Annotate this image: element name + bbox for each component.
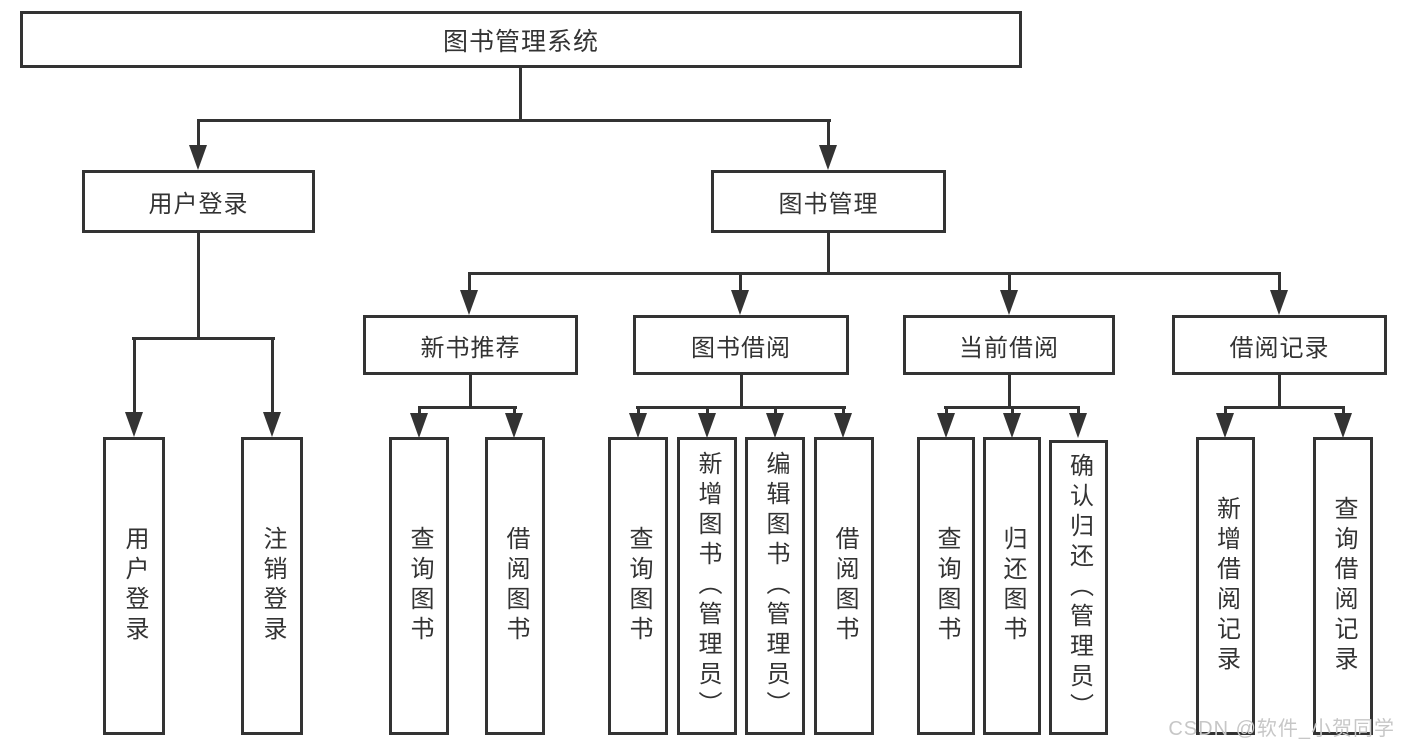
connector-stem-current-borrowing <box>1008 275 1011 290</box>
connector-g2-bar <box>636 406 846 409</box>
leaf-current-query-books: 查询图书 <box>917 437 975 735</box>
leaf-newbooks-borrow-books: 借阅图书 <box>485 437 545 735</box>
leaf-label: 查询借阅记录 <box>1330 496 1357 676</box>
node-label: 图书借阅 <box>691 334 791 362</box>
arrowhead-g1-leaf2-icon <box>505 413 523 438</box>
leaf-label: 查询图书 <box>625 526 652 646</box>
leaf-current-return-books: 归还图书 <box>983 437 1041 735</box>
node-label: 新书推荐 <box>420 334 521 362</box>
connector-g4-bar <box>1224 406 1345 409</box>
connector-level3-bar <box>468 272 1281 275</box>
connector-userlogin-bar <box>132 337 275 340</box>
arrowhead-g4-leaf2-icon <box>1334 413 1352 438</box>
connector-userlogin-stub <box>197 233 200 337</box>
node-label: 借阅记录 <box>1229 334 1330 362</box>
connector-g2-stem4 <box>842 409 845 415</box>
node-book-borrowing: 图书借阅 <box>633 315 849 375</box>
arrowhead-leaf-logout-icon <box>263 412 281 437</box>
node-label: 用户登录 <box>148 191 249 218</box>
leaf-label: 确认归还（管理员） <box>1065 452 1093 723</box>
arrowhead-g2-leaf3-icon <box>766 413 784 438</box>
arrowhead-book-mgmt-icon <box>819 145 837 170</box>
connector-g1-stem1 <box>418 409 421 415</box>
leaf-borrow-query-books: 查询图书 <box>608 437 668 735</box>
arrowhead-user-login-icon <box>189 145 207 170</box>
connector-g3-stem2 <box>1011 409 1014 415</box>
leaf-borrow-borrow-books: 借阅图书 <box>814 437 874 735</box>
connector-g2-stem2 <box>706 409 709 415</box>
connector-stem-book-mgmt <box>827 122 830 145</box>
connector-bookmgmt-stub <box>827 233 830 272</box>
arrowhead-g3-leaf1-icon <box>937 413 955 438</box>
node-new-book-recommend: 新书推荐 <box>363 315 578 375</box>
arrowhead-borrowing-records-icon <box>1270 290 1288 315</box>
leaf-label: 用户登录 <box>121 526 148 646</box>
leaf-label: 借阅图书 <box>502 526 529 646</box>
connector-g3-stem1 <box>945 409 948 415</box>
connector-g3-stub <box>1008 375 1011 406</box>
arrowhead-current-borrowing-icon <box>1000 290 1018 315</box>
node-label: 图书管理 <box>778 191 879 218</box>
connector-g2-stem3 <box>774 409 777 415</box>
leaf-label: 注销登录 <box>259 526 286 646</box>
node-label: 图书管理系统 <box>442 27 599 56</box>
node-user-login: 用户登录 <box>82 170 315 233</box>
connector-g4-stem2 <box>1342 409 1345 415</box>
connector-stem-borrowing-records <box>1278 275 1281 290</box>
connector-root-bar <box>197 119 831 122</box>
connector-stem-book-borrowing <box>739 275 742 290</box>
node-borrowing-records: 借阅记录 <box>1172 315 1387 375</box>
connector-stem-leaf-login <box>133 340 136 413</box>
arrowhead-g1-leaf1-icon <box>410 413 428 438</box>
leaf-label: 借阅图书 <box>831 526 858 646</box>
leaf-label: 查询图书 <box>933 526 960 646</box>
arrowhead-g3-leaf2-icon <box>1003 413 1021 438</box>
leaf-newbooks-query-books: 查询图书 <box>389 437 449 735</box>
connector-g1-stem2 <box>513 409 516 415</box>
arrowhead-g4-leaf1-icon <box>1216 413 1234 438</box>
arrowhead-book-borrowing-icon <box>731 290 749 315</box>
connector-g2-stem1 <box>637 409 640 415</box>
node-book-management: 图书管理 <box>711 170 946 233</box>
leaf-label: 查询图书 <box>406 526 433 646</box>
arrowhead-g2-leaf2-icon <box>698 413 716 438</box>
leaf-records-query-record: 查询借阅记录 <box>1313 437 1373 735</box>
arrowhead-leaf-login-icon <box>125 412 143 437</box>
connector-g1-stub <box>469 375 472 406</box>
leaf-label: 归还图书 <box>999 526 1026 646</box>
leaf-user-login: 用户登录 <box>103 437 165 735</box>
node-library-system: 图书管理系统 <box>20 11 1022 68</box>
watermark: CSDN @软件_小贺同学 <box>1168 718 1395 740</box>
leaf-records-add-record: 新增借阅记录 <box>1196 437 1255 735</box>
node-label: 当前借阅 <box>959 334 1059 362</box>
leaf-current-confirm-return-admin: 确认归还（管理员） <box>1049 440 1108 735</box>
arrowhead-g2-leaf1-icon <box>629 413 647 438</box>
connector-stem-new-books <box>468 275 471 290</box>
connector-stem-user-login <box>197 122 200 145</box>
leaf-label: 编辑图书（管理员） <box>762 451 789 721</box>
connector-g2-stub <box>740 375 743 406</box>
arrowhead-g2-leaf4-icon <box>834 413 852 438</box>
leaf-label: 新增图书（管理员） <box>694 451 721 721</box>
leaf-borrow-add-book-admin: 新增图书（管理员） <box>677 437 737 735</box>
connector-g1-bar <box>418 406 517 409</box>
leaf-logout: 注销登录 <box>241 437 303 735</box>
connector-stem-leaf-logout <box>271 340 274 413</box>
arrowhead-g3-leaf3-icon <box>1069 413 1087 438</box>
node-current-borrowing: 当前借阅 <box>903 315 1115 375</box>
leaf-borrow-edit-book-admin: 编辑图书（管理员） <box>745 437 805 735</box>
connector-g4-stem1 <box>1224 409 1227 415</box>
connector-g4-stub <box>1278 375 1281 406</box>
leaf-label: 新增借阅记录 <box>1212 496 1240 676</box>
connector-g3-stem3 <box>1077 409 1080 415</box>
connector-root-trunk <box>519 68 522 119</box>
connector-g3-bar <box>944 406 1080 409</box>
arrowhead-new-books-icon <box>460 290 478 315</box>
